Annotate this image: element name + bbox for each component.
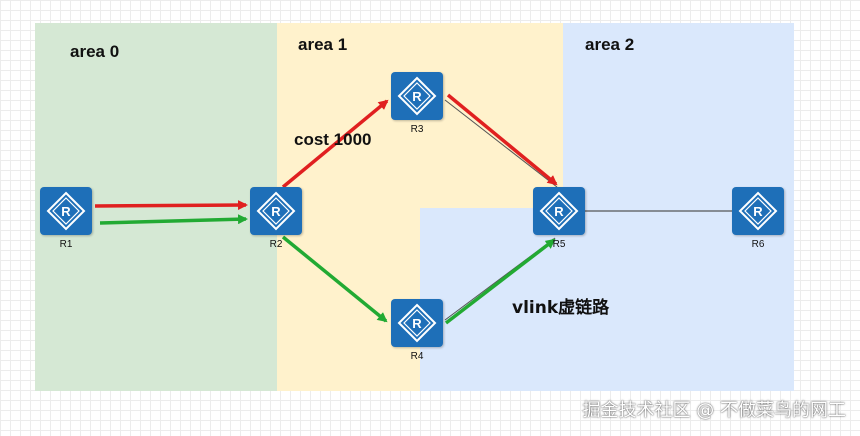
area-1-label: area 1 bbox=[298, 35, 348, 54]
watermark-text: 掘金技术社区 @ 不做菜鸟的网工 bbox=[582, 400, 846, 421]
router-icon: R bbox=[397, 303, 437, 343]
green-path-r4-r5 bbox=[444, 238, 556, 325]
svg-text:R: R bbox=[753, 204, 763, 219]
svg-text:R: R bbox=[412, 89, 422, 104]
router-label-r3: R3 bbox=[410, 124, 424, 135]
vlink-annotation: vlink虚链路 bbox=[512, 298, 610, 318]
green-path-r2-r4 bbox=[281, 235, 388, 323]
cost-annotation: cost 1000 bbox=[294, 130, 372, 149]
router-label-r1: R1 bbox=[59, 239, 73, 250]
router-label-r2: R2 bbox=[269, 239, 283, 250]
router-r1: R bbox=[40, 187, 92, 235]
router-r4: R bbox=[391, 299, 443, 347]
red-path-r3-r5 bbox=[446, 93, 558, 186]
area-2-vlink-region bbox=[420, 208, 563, 391]
area-2-label: area 2 bbox=[585, 35, 635, 54]
router-icon: R bbox=[738, 191, 778, 231]
area-0-label: area 0 bbox=[70, 42, 120, 61]
router-r6: R bbox=[732, 187, 784, 235]
red-path-r2-r3 bbox=[281, 99, 389, 189]
router-icon: R bbox=[46, 191, 86, 231]
router-r3: R bbox=[391, 72, 443, 120]
router-icon: R bbox=[256, 191, 296, 231]
link-r3-r5 bbox=[444, 99, 558, 188]
router-r5: R bbox=[533, 187, 585, 235]
router-icon: R bbox=[397, 76, 437, 116]
svg-text:R: R bbox=[271, 204, 281, 219]
svg-text:R: R bbox=[412, 316, 422, 331]
router-label-r5: R5 bbox=[552, 239, 566, 250]
router-label-r6: R6 bbox=[751, 239, 765, 250]
svg-text:R: R bbox=[61, 204, 71, 219]
red-path-r1-r2 bbox=[94, 200, 248, 211]
green-path-r1-r2 bbox=[99, 214, 248, 225]
router-label-r4: R4 bbox=[410, 351, 424, 362]
router-icon: R bbox=[539, 191, 579, 231]
svg-text:R: R bbox=[554, 204, 564, 219]
router-r2: R bbox=[250, 187, 302, 235]
